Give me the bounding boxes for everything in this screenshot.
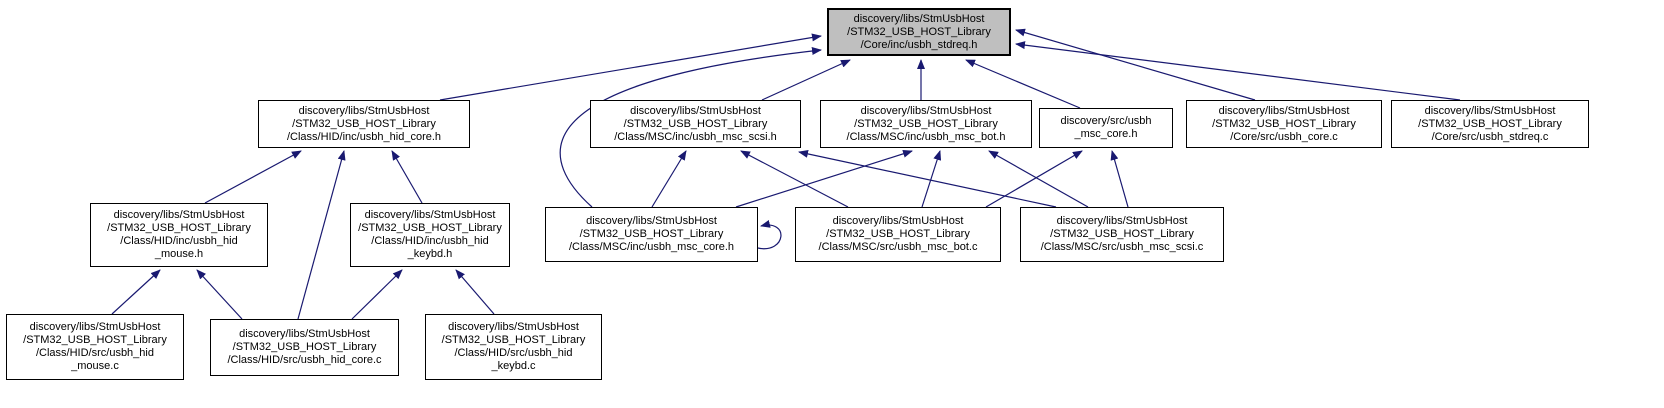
node-label: discovery/libs/StmUsbHost /STM32_USB_HOS… xyxy=(818,215,978,253)
node-label: discovery/libs/StmUsbHost /STM32_USB_HOS… xyxy=(568,215,735,253)
edge-usbh-msc-bot-c-to-usbh-msc-bot-h xyxy=(921,150,942,208)
node-label: discovery/libs/StmUsbHost /STM32_USB_HOS… xyxy=(614,104,777,143)
node-label: discovery/libs/StmUsbHost /STM32_USB_HOS… xyxy=(846,104,1006,143)
edge-usbh-hid-mouse-h-to-usbh-hid-core-h xyxy=(204,150,302,204)
edge-usbh-msc-scsi-h-to-usbh-stdreq-h xyxy=(761,59,851,101)
edge-usbh-hid-core-c-to-usbh-hid-core-h xyxy=(297,150,346,320)
edge-usbh-hid-core-c-to-usbh-hid-keybd-h xyxy=(351,269,403,320)
node-label: discovery/libs/StmUsbHost /STM32_USB_HOS… xyxy=(286,104,442,143)
edge-usbh-msc-core-h-to-usbh-stdreq-h xyxy=(559,47,822,208)
graph-node-usbh-hid-keybd-h[interactable]: discovery/libs/StmUsbHost /STM32_USB_HOS… xyxy=(350,203,510,267)
graph-node-usbh-msc-scsi-c[interactable]: discovery/libs/StmUsbHost /STM32_USB_HOS… xyxy=(1020,207,1224,262)
edge-usbh-hid-core-c-to-usbh-hid-mouse-h xyxy=(196,269,243,320)
graph-node-usbh-hid-core-c[interactable]: discovery/libs/StmUsbHost /STM32_USB_HOS… xyxy=(210,319,399,376)
node-label: discovery/libs/StmUsbHost /STM32_USB_HOS… xyxy=(1040,215,1204,253)
edges-group xyxy=(111,28,1461,320)
graph-node-usbh-stdreq-h[interactable]: discovery/libs/StmUsbHost /STM32_USB_HOS… xyxy=(827,8,1011,56)
node-label: discovery/libs/StmUsbHost /STM32_USB_HOS… xyxy=(441,321,586,372)
graph-node-usbh-msc-bot-c[interactable]: discovery/libs/StmUsbHost /STM32_USB_HOS… xyxy=(795,207,1001,262)
edge-usbh-hid-keybd-c-to-usbh-hid-keybd-h xyxy=(455,269,495,315)
edge-usbh-msc-scsi-c-to-usbh-msc-scsi-h xyxy=(798,149,1057,208)
graph-node-usbh-stdreq-c[interactable]: discovery/libs/StmUsbHost /STM32_USB_HOS… xyxy=(1391,100,1589,148)
graph-node-usbh-core-c[interactable]: discovery/libs/StmUsbHost /STM32_USB_HOS… xyxy=(1186,100,1382,148)
graph-node-usbh-msc-core-h[interactable]: discovery/libs/StmUsbHost /STM32_USB_HOS… xyxy=(545,207,758,262)
edge-usbh-hid-keybd-h-to-usbh-hid-core-h xyxy=(391,150,423,204)
graph-node-usbh-msc-scsi-h[interactable]: discovery/libs/StmUsbHost /STM32_USB_HOS… xyxy=(590,100,801,148)
edge-usbh-msc-core-h-to-usbh-msc-scsi-h xyxy=(651,150,687,208)
edge-usbh-msc-core-h-to-usbh-msc-bot-h xyxy=(735,149,913,208)
graph-node-usbh-hid-keybd-c[interactable]: discovery/libs/StmUsbHost /STM32_USB_HOS… xyxy=(425,314,602,380)
edge-usbh-hid-mouse-c-to-usbh-hid-mouse-h xyxy=(111,269,161,315)
node-label: discovery/libs/StmUsbHost /STM32_USB_HOS… xyxy=(23,321,167,372)
node-label: discovery/libs/StmUsbHost /STM32_USB_HOS… xyxy=(1418,104,1562,143)
edge-usbh-msc-bot-c-to-src-usbh-msc-core-h xyxy=(985,150,1083,208)
node-label: discovery/libs/StmUsbHost /STM32_USB_HOS… xyxy=(358,209,502,260)
edge-usbh-core-c-to-usbh-stdreq-h xyxy=(1015,28,1256,101)
node-label: discovery/libs/StmUsbHost /STM32_USB_HOS… xyxy=(227,328,382,366)
edge-usbh-msc-core-h-to-usbh-msc-core-h xyxy=(757,220,782,250)
edge-usbh-hid-core-h-to-usbh-stdreq-h xyxy=(439,33,822,101)
node-label: discovery/src/usbh _msc_core.h xyxy=(1060,115,1152,140)
edge-usbh-msc-scsi-c-to-src-usbh-msc-core-h xyxy=(1110,150,1129,208)
edge-src-usbh-msc-core-h-to-usbh-stdreq-h xyxy=(965,59,1081,109)
graph-node-src-usbh-msc-core-h[interactable]: discovery/src/usbh _msc_core.h xyxy=(1039,108,1173,148)
graph-node-usbh-msc-bot-h[interactable]: discovery/libs/StmUsbHost /STM32_USB_HOS… xyxy=(820,100,1032,148)
graph-node-usbh-hid-mouse-c[interactable]: discovery/libs/StmUsbHost /STM32_USB_HOS… xyxy=(6,314,184,380)
graph-node-usbh-hid-core-h[interactable]: discovery/libs/StmUsbHost /STM32_USB_HOS… xyxy=(258,100,470,148)
edge-usbh-stdreq-c-to-usbh-stdreq-h xyxy=(1015,41,1461,101)
node-label: discovery/libs/StmUsbHost /STM32_USB_HOS… xyxy=(1212,104,1356,143)
edge-usbh-msc-bot-c-to-usbh-msc-scsi-h xyxy=(740,150,849,208)
graph-node-usbh-hid-mouse-h[interactable]: discovery/libs/StmUsbHost /STM32_USB_HOS… xyxy=(90,203,268,267)
node-label: discovery/libs/StmUsbHost /STM32_USB_HOS… xyxy=(107,209,251,260)
edge-usbh-msc-scsi-c-to-usbh-msc-bot-h xyxy=(988,150,1089,208)
node-label: discovery/libs/StmUsbHost /STM32_USB_HOS… xyxy=(847,12,991,51)
